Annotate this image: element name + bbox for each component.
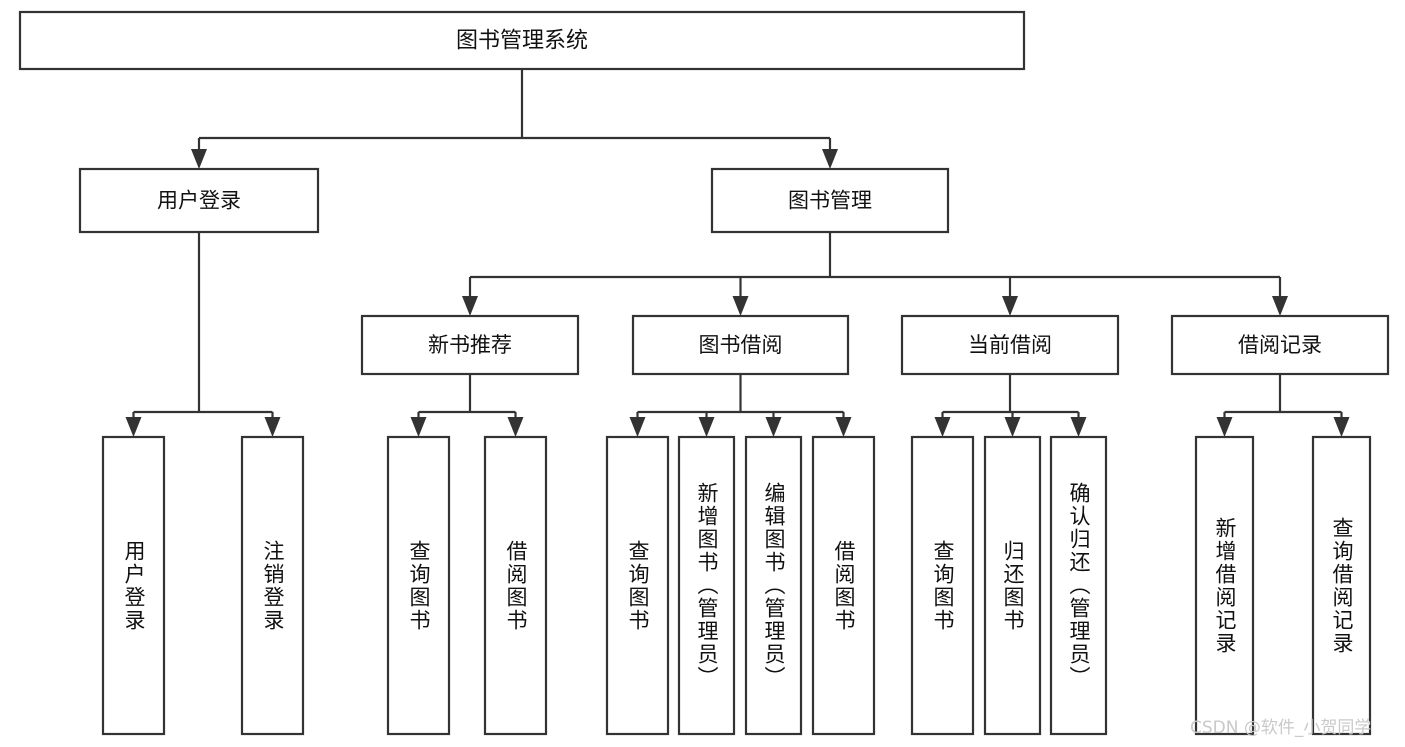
svg-text:新书推荐: 新书推荐 [428,333,512,357]
node-leaf-0 [101,435,166,736]
node-level2-0 [78,167,320,234]
node-leaf-1 [240,435,305,736]
node-leaf-12 [1311,435,1372,736]
watermark: CSDN @软件_小贺同学 [1190,718,1372,738]
svg-text:当前借阅: 当前借阅 [968,333,1052,357]
connector-layer [125,69,1350,437]
node-level3-3 [1170,314,1390,376]
node-level3-1 [631,314,850,376]
node-leaf-6 [744,435,803,736]
svg-text:图书管理: 图书管理 [788,189,872,213]
node-root [18,10,1026,71]
svg-text:用户登录: 用户登录 [157,189,241,213]
node-leaf-11 [1194,435,1255,736]
svg-text:图书管理系统: 图书管理系统 [456,29,588,54]
node-level2-1 [710,167,950,234]
node-leaf-5 [677,435,736,736]
node-leaf-8 [910,435,975,736]
node-leaf-10 [1049,435,1108,736]
node-box-layer [18,10,1390,736]
node-leaf-4 [605,435,670,736]
svg-text:借阅记录: 借阅记录 [1238,333,1322,357]
node-leaf-9 [983,435,1042,736]
node-level3-0 [360,314,580,376]
svg-text:图书借阅: 图书借阅 [699,333,783,357]
node-leaf-7 [811,435,876,736]
node-level3-2 [900,314,1120,376]
node-leaf-3 [483,435,548,736]
node-leaf-2 [386,435,451,736]
